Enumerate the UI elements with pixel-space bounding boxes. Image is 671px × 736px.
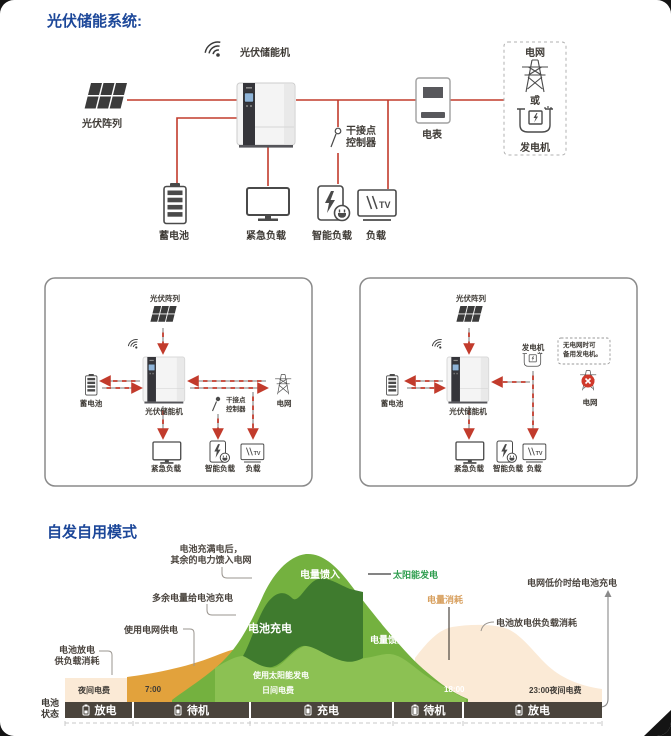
state-segment: 充电	[250, 702, 393, 718]
inverter-label: 光伏储能机	[449, 407, 487, 416]
or-label: 或	[530, 96, 540, 107]
battery-icon	[411, 704, 418, 716]
region-feed-in-top: 电量馈入	[300, 570, 340, 581]
annotation-grid-supply: 使用电网供电	[124, 625, 179, 635]
load-label: 负载	[245, 464, 261, 473]
backup-note-box	[557, 337, 611, 365]
inverter-label: 光伏储能机	[145, 407, 183, 416]
state-segment: 放电	[463, 702, 602, 718]
page-title: 光伏储能系统:	[47, 13, 142, 30]
annotation-surplus-to-battery: 多余电量给电池充电	[152, 593, 234, 603]
tv-load-icon	[240, 443, 265, 463]
battery-label: 蓄电池	[380, 399, 404, 408]
generator-label: 发电机	[521, 343, 545, 352]
inverter-image	[446, 356, 490, 404]
dry-contact-switch-icon	[334, 127, 342, 135]
grid-label: 电网	[582, 398, 598, 407]
tick-7am: 7:00	[145, 685, 162, 694]
pv-array-label: 光伏阵列	[150, 294, 180, 303]
tick-6pm: 18:00	[444, 685, 465, 694]
inverter-image	[142, 356, 186, 404]
dry-contact-switch-icon	[215, 396, 221, 402]
inverter-label: 光伏储能机	[240, 48, 290, 59]
tick-11pm-night-rate: 23:00夜间电费	[529, 686, 582, 695]
annotation-cheap-grid-charge: 电网低价时给电池充电	[527, 578, 618, 588]
smart-load-icon	[317, 185, 351, 222]
battery-icon	[163, 182, 187, 225]
grid-crossed-icon	[579, 370, 597, 391]
battery-icon	[174, 704, 182, 716]
generator-label: 发电机	[520, 143, 550, 154]
meter-label: 电表	[422, 130, 442, 141]
tv-load-icon	[357, 189, 397, 221]
chart-title: 自发自用模式	[47, 524, 138, 541]
dry-contact-label: 干接点控制器	[226, 397, 246, 413]
meter-icon	[415, 77, 451, 124]
timeline-dashed-axis	[64, 721, 603, 726]
emergency-load-label: 紧急负载	[454, 464, 484, 473]
segment-divider	[132, 702, 134, 718]
battery-icon	[85, 373, 98, 396]
battery-label: 蓄电池	[79, 399, 103, 408]
load-label: 负载	[526, 464, 542, 473]
smart-load-label: 智能负载	[493, 464, 523, 473]
grid-label: 电网	[525, 48, 545, 59]
battery-icon	[304, 704, 312, 716]
pv-array-icon	[84, 83, 127, 109]
battery-label: 蓄电池	[159, 231, 189, 242]
battery-icon	[515, 704, 523, 716]
smart-load-label: 智能负载	[205, 464, 235, 473]
battery-state-axis-label: 电池状态	[41, 698, 60, 719]
annotation-consumption: 电量消耗	[427, 595, 464, 605]
annotation-battery-discharge-left: 电池放电供负载消耗	[54, 645, 100, 666]
state-segment: 待机	[393, 702, 463, 718]
grid-label: 电网	[276, 399, 292, 408]
page-corner-fold	[644, 710, 671, 736]
state-segment: 待机	[133, 702, 250, 718]
smart-load-label: 智能负载	[312, 231, 352, 242]
state-segment: 放电	[65, 702, 133, 718]
chart-annotation-lines	[99, 567, 495, 675]
dry-contact-label: 干接点控制器	[346, 126, 376, 149]
segment-divider	[249, 702, 251, 718]
emergency-load-label: 紧急负载	[246, 231, 286, 242]
emergency-load-label: 紧急负载	[151, 464, 181, 473]
segment-divider	[462, 702, 464, 718]
region-solar-used: 使用太阳能发电	[253, 671, 309, 680]
annotation-battery-discharge-right: 电池放电供负载消耗	[496, 618, 578, 628]
inverter-image	[236, 82, 296, 149]
backup-note: 无电网时可备用发电机。	[563, 342, 602, 358]
battery-icon	[82, 704, 89, 716]
region-feed-in-right: 电量馈入	[370, 635, 407, 645]
annotation-full-battery-feed: 电池充满电后，其余的电力馈入电网	[170, 544, 252, 565]
monitor-icon	[246, 187, 290, 222]
region-battery-charging: 电池充电	[248, 623, 292, 635]
battery-state-bar	[65, 702, 602, 718]
tv-load-icon	[522, 443, 547, 463]
pv-array-label: 光伏阵列	[82, 119, 122, 130]
tick-night-rate: 夜间电费	[78, 686, 110, 695]
load-label: 负载	[366, 231, 386, 242]
segment-divider	[392, 702, 394, 718]
wifi-icon	[204, 41, 222, 58]
chart-areas	[65, 553, 602, 702]
pv-array-label: 光伏阵列	[456, 294, 486, 303]
region-day-rate: 日间电费	[262, 686, 294, 695]
annotation-solar-generation: 太阳能发电	[393, 570, 439, 580]
battery-icon	[386, 373, 399, 396]
